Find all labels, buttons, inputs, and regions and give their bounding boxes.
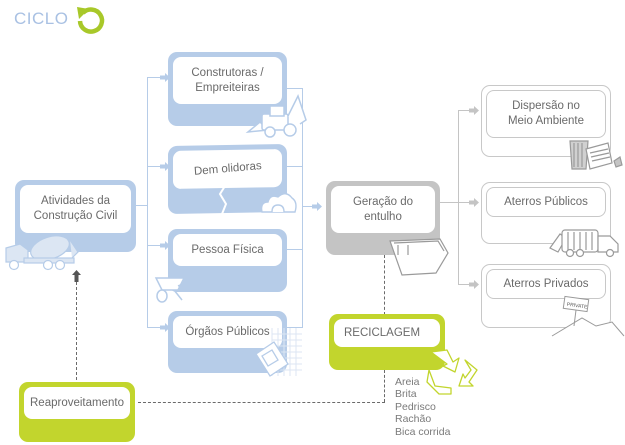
connector-dest-trunk bbox=[458, 110, 459, 285]
wheelbarrow-icon bbox=[154, 273, 209, 303]
dumpster-icon bbox=[389, 238, 449, 276]
recycled-materials-list: Areia Brita Pedrisco Rachão Bica corrida bbox=[395, 376, 450, 438]
source-label: Pessoa Física bbox=[173, 234, 282, 266]
label-line: Aterros Públicos bbox=[504, 195, 588, 208]
source-label: Órgãos Públicos bbox=[173, 316, 282, 348]
garbage-truck-icon bbox=[549, 229, 619, 258]
connector-to-center bbox=[302, 206, 315, 207]
arrow-right-icon bbox=[160, 241, 170, 250]
label-line: Geração do bbox=[352, 195, 414, 208]
activity-source-label: Atividades da Construção Civil bbox=[20, 185, 131, 233]
center-label: Geração do entulho bbox=[331, 186, 435, 233]
connector-out-1 bbox=[287, 88, 302, 89]
activity-source-box[interactable]: Atividades da Construção Civil bbox=[15, 180, 136, 252]
label-line: Construção Civil bbox=[33, 210, 118, 222]
source-orgaos-publicos[interactable]: Órgãos Públicos bbox=[168, 311, 287, 373]
material-item: Bica corrida bbox=[395, 425, 451, 438]
arrow-right-icon bbox=[160, 323, 170, 332]
recycling-box[interactable]: RECICLAGEM bbox=[329, 314, 445, 370]
reuse-label: Reaproveitamento bbox=[24, 387, 130, 419]
destination-label: Dispersão no Meio Ambiente bbox=[486, 90, 606, 138]
blueprint-icon bbox=[255, 328, 302, 377]
destination-dispersao[interactable]: Dispersão no Meio Ambiente bbox=[481, 85, 611, 157]
trash-bin-icon bbox=[569, 140, 623, 170]
concrete-mixer-truck-icon bbox=[5, 235, 79, 271]
reuse-box[interactable]: Reaproveitamento bbox=[19, 382, 135, 442]
connector-branch-4 bbox=[147, 327, 161, 328]
arrow-right-icon bbox=[160, 162, 170, 171]
arrow-right-icon bbox=[469, 280, 479, 289]
sign-text: PRIVATE bbox=[566, 302, 588, 311]
arrow-up-icon bbox=[72, 270, 81, 282]
backhoe-loader-icon bbox=[245, 94, 307, 138]
source-pessoa-fisica[interactable]: Pessoa Física bbox=[168, 229, 287, 292]
recycle-icon bbox=[426, 349, 478, 395]
arrow-right-icon bbox=[312, 202, 322, 211]
connector-dest-2 bbox=[458, 202, 470, 203]
arrow-right-icon bbox=[469, 198, 479, 207]
connector-out-3 bbox=[287, 249, 302, 250]
source-label: Construtoras / Empreiteiras bbox=[173, 57, 282, 104]
dashed-recycle-drop bbox=[384, 370, 385, 402]
private-sign-icon: PRIVATE bbox=[551, 295, 625, 337]
material-item: Rachão bbox=[395, 413, 432, 426]
destination-label: Aterros Privados bbox=[486, 269, 606, 299]
label-line: Empreiteiras bbox=[195, 81, 260, 94]
destination-aterros-privados[interactable]: Aterros Privados bbox=[481, 264, 611, 328]
arrow-right-icon bbox=[469, 106, 479, 115]
material-item: Areia bbox=[395, 376, 420, 388]
label-line: Aterros Privados bbox=[503, 277, 589, 290]
connector-branch-3 bbox=[147, 245, 161, 246]
label-line: entulho bbox=[364, 210, 402, 223]
diagram-title: CICLO bbox=[14, 9, 69, 28]
connector-center-out bbox=[440, 202, 458, 203]
destination-label: Aterros Públicos bbox=[486, 187, 606, 217]
connector-out-2 bbox=[287, 166, 302, 167]
connector-branch-2 bbox=[147, 166, 161, 167]
rubble-icon bbox=[260, 193, 297, 213]
crack-line bbox=[218, 175, 228, 215]
dashed-recycle-to-reuse bbox=[138, 402, 385, 403]
connector-source-trunk bbox=[147, 77, 148, 328]
label-line: RECICLAGEM bbox=[344, 326, 421, 339]
label-line: Construtoras / bbox=[191, 66, 264, 79]
label-line: Pessoa Física bbox=[191, 243, 264, 256]
label-line: Meio Ambiente bbox=[507, 115, 585, 127]
label-line: Reaproveitamento bbox=[30, 396, 124, 409]
label-line: Atividades da bbox=[40, 195, 111, 207]
cycle-arrow-icon bbox=[77, 7, 105, 34]
label-line: Dispersão no bbox=[512, 100, 580, 112]
connector-branch-1 bbox=[147, 77, 161, 78]
connector-dest-1 bbox=[458, 110, 470, 111]
arrow-right-icon bbox=[160, 73, 170, 82]
label-line: Órgãos Públicos bbox=[185, 325, 270, 338]
material-item: Brita bbox=[395, 388, 417, 401]
recycling-label: RECICLAGEM bbox=[334, 319, 440, 347]
connector-dest-3 bbox=[458, 284, 470, 285]
material-item: Pedrisco bbox=[395, 400, 436, 413]
dashed-center-to-recycle bbox=[384, 255, 385, 315]
connector-out-4 bbox=[287, 327, 302, 328]
dashed-reuse-to-main bbox=[76, 282, 77, 380]
connector-merge-trunk bbox=[302, 88, 303, 328]
connector-main-out bbox=[136, 205, 148, 206]
